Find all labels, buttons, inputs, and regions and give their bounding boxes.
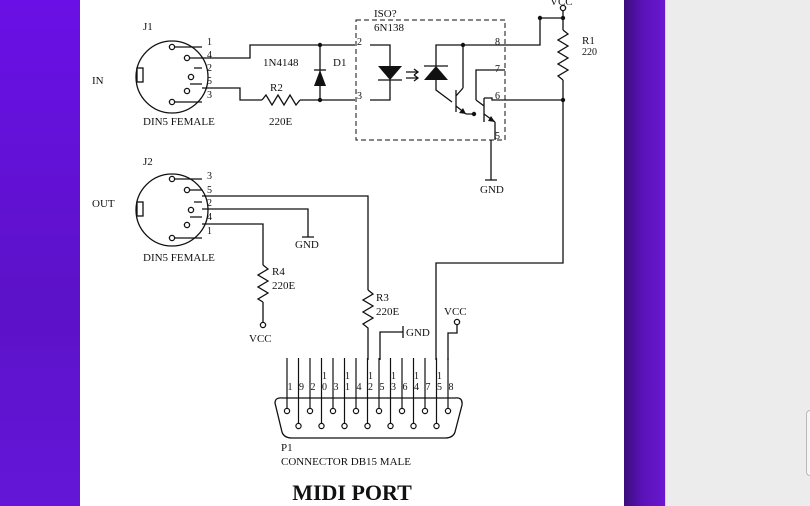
db15-pin-contact <box>318 422 325 430</box>
db15-pin-contact <box>306 407 314 415</box>
left-gutter <box>0 0 80 506</box>
r2-resistor <box>261 93 301 107</box>
schematic-sheet: J1 IN DIN5 FEMALE 1 4 2 5 3 1N4148 D1 R2… <box>80 0 624 506</box>
db15-pin-label: 8 <box>449 382 454 393</box>
scroll-handle[interactable] <box>806 410 810 476</box>
iso-pin-label: 6 <box>495 91 500 102</box>
right-gutter <box>624 0 665 506</box>
db15-pin-contact <box>295 422 302 430</box>
db15-pin-contact <box>421 407 429 415</box>
d1-ref: D1 <box>333 57 346 69</box>
gnd-label: GND <box>295 239 319 251</box>
db15-pin-contact <box>375 407 383 415</box>
wire <box>447 325 458 360</box>
wire <box>202 195 369 322</box>
gnd-symbol <box>379 326 404 360</box>
j2-caption: DIN5 FEMALE <box>143 252 215 264</box>
r1-resistor <box>556 29 570 81</box>
db15-pin-label: 1 <box>288 382 293 393</box>
db15-pin-label: 6 <box>403 382 408 393</box>
j1-pin-label: 3 <box>207 90 212 101</box>
vcc-label: VCC <box>550 0 573 8</box>
db15-pin-label: 3 <box>334 382 339 393</box>
iso-pin-label: 3 <box>357 91 362 102</box>
j1-pin-label: 1 <box>207 37 212 48</box>
r2-value: 220E <box>269 116 293 128</box>
page-title: MIDI PORT <box>292 480 412 505</box>
iso-ref: ISO? <box>374 8 397 20</box>
db15-pin-contact <box>410 422 417 430</box>
opto-isolator-box <box>355 19 506 141</box>
gnd-label: GND <box>480 184 504 196</box>
db15-pin-contact <box>283 407 291 415</box>
j1-din-connector <box>135 40 209 114</box>
r3-resistor <box>361 289 375 360</box>
iso-pin-label: 8 <box>495 37 500 48</box>
db15-pin-label: 2 <box>311 382 316 393</box>
r1-value: 220 <box>582 47 597 58</box>
j2-pin-label: 1 <box>207 226 212 237</box>
j1-side-label: IN <box>92 75 104 87</box>
r1-ref: R1 <box>582 35 595 47</box>
opto-internals <box>370 42 505 140</box>
j2-ref: J2 <box>143 156 153 168</box>
db15-pin-contact <box>364 422 371 430</box>
db15-connector-body <box>274 397 463 439</box>
r4-resistor <box>256 264 270 303</box>
db15-pin-contact <box>352 407 360 415</box>
iso-part: 6N138 <box>374 22 404 34</box>
j2-din-connector <box>135 173 209 247</box>
j1-pin-label: 5 <box>207 76 212 87</box>
db15-pin-label: 7 <box>426 382 431 393</box>
db15-caption: CONNECTOR DB15 MALE <box>281 456 411 468</box>
j2-pin-label: 3 <box>207 171 212 182</box>
side-panel <box>665 0 810 506</box>
db15-pin-contact <box>398 407 406 415</box>
r3-value: 220E <box>376 306 400 318</box>
j1-caption: DIN5 FEMALE <box>143 116 215 128</box>
j1-pin-label: 2 <box>207 63 212 74</box>
db15-pin-label: 4 <box>357 382 362 393</box>
vcc-label: VCC <box>444 306 467 318</box>
db15-ref: P1 <box>281 442 293 454</box>
db15-pin-contact <box>341 422 348 430</box>
schematic-drawing: J1 IN DIN5 FEMALE 1 4 2 5 3 1N4148 D1 R2… <box>92 0 597 505</box>
j1-pin-label: 4 <box>207 50 212 61</box>
db15-pin-label: 5 <box>380 382 385 393</box>
r4-value: 220E <box>272 280 296 292</box>
vcc-label: VCC <box>249 333 272 345</box>
r4-ref: R4 <box>272 266 285 278</box>
gnd-label: GND <box>406 327 430 339</box>
db15-pin-label: 9 <box>299 382 304 393</box>
db15-pin-contact <box>433 422 440 430</box>
j2-pin-label: 5 <box>207 185 212 196</box>
j2-pin-label: 2 <box>207 198 212 209</box>
db15-pin-contact <box>387 422 394 430</box>
r3-ref: R3 <box>376 292 389 304</box>
iso-pin-label: 2 <box>357 37 362 48</box>
db15-pin-contact <box>329 407 337 415</box>
j2-side-label: OUT <box>92 198 115 210</box>
j1-ref: J1 <box>143 21 153 33</box>
j2-pin-label: 4 <box>207 212 212 223</box>
r2-ref: R2 <box>270 82 283 94</box>
gnd-symbol <box>485 140 497 181</box>
db15-pin-contact <box>444 407 452 415</box>
d1-part: 1N4148 <box>263 57 299 69</box>
d1-diode <box>314 69 326 86</box>
iso-pin-label: 5 <box>495 131 500 142</box>
